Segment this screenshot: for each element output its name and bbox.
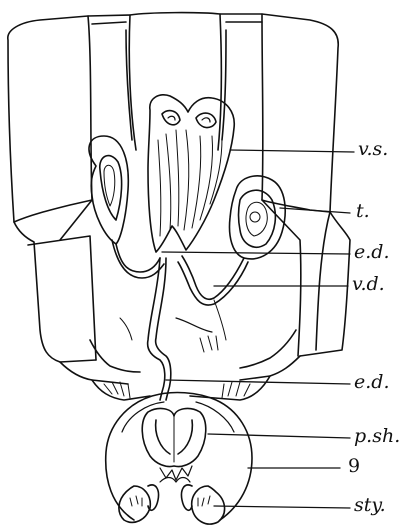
right-testis	[230, 176, 286, 259]
label-penis-sheath: p.sh.	[354, 427, 400, 446]
leader-vs	[230, 150, 354, 152]
label-vesicula-seminalis: v.s.	[358, 140, 388, 159]
left-testis	[89, 136, 128, 244]
ejaculatory-duct	[148, 258, 171, 400]
label-segment-9: 9	[348, 457, 360, 476]
vesicula-seminalis	[148, 95, 234, 252]
penis-sheath	[142, 409, 206, 480]
label-vas-deferens: v.d.	[352, 275, 385, 294]
genital-capsule-segment-9	[106, 393, 252, 520]
label-ejaculatory-duct-upper: e.d.	[354, 243, 390, 262]
leader-t	[280, 208, 350, 213]
leader-lines	[162, 150, 354, 508]
vas-deferens	[112, 240, 248, 305]
label-styli: sty.	[354, 496, 386, 515]
leader-ed-lower	[166, 380, 350, 384]
leader-psh	[208, 434, 350, 438]
styli	[119, 478, 225, 525]
label-ejaculatory-duct-lower: e.d.	[354, 373, 390, 392]
label-testis: t.	[356, 202, 370, 221]
